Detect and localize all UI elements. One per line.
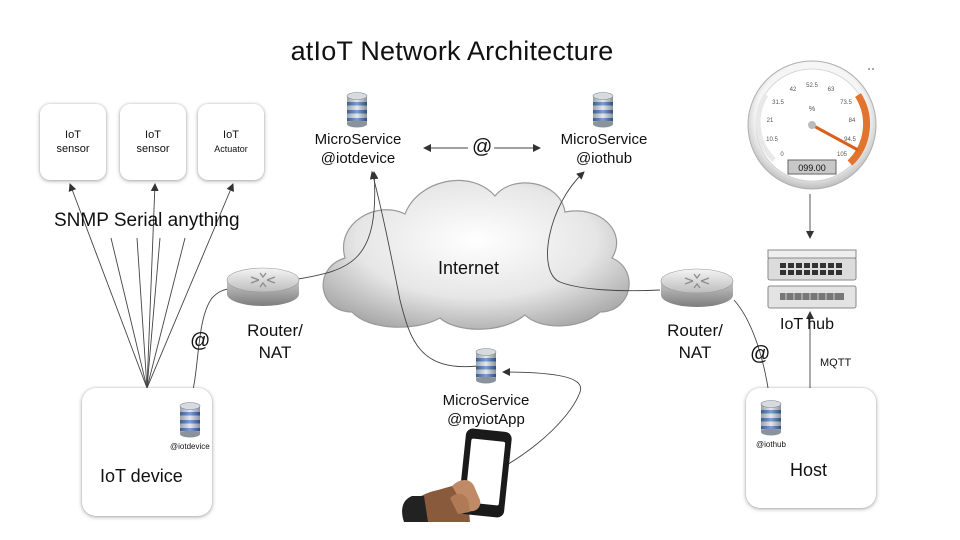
protocols-label: SNMP Serial anything [54, 210, 240, 231]
microservice-iotdevice-db-icon [346, 92, 368, 128]
router-right-icon [660, 268, 734, 308]
mqtt-label: MQTT [820, 357, 852, 369]
microservice-iotdevice-label: MicroService @iotdevice [302, 130, 414, 168]
at-router-left-label: @ [190, 330, 211, 352]
device-type-label: IoT [65, 129, 81, 141]
microservice-iothub-db-icon [592, 92, 614, 128]
internet-label: Internet [438, 258, 500, 278]
router-left-icon [226, 267, 300, 307]
microservice-handle: @iotdevice [320, 150, 396, 167]
gauge-tick: 21 [767, 118, 774, 124]
router-label-line: NAT [258, 343, 292, 362]
iot-sensor-box: IoT sensor [120, 104, 186, 180]
iot-device-db-label: @iotdevice [170, 442, 210, 451]
iot-device-box: @iotdevice IoT device [82, 388, 212, 516]
microservice-iothub-label: MicroService @iothub [548, 130, 660, 168]
device-type-label: IoT [145, 129, 161, 141]
microservice-name: MicroService [442, 392, 530, 409]
microservice-myiotapp-label: MicroService @myiotApp [430, 391, 542, 429]
microservice-handle: @myiotApp [447, 411, 525, 428]
at-connector-label: @ [472, 136, 493, 158]
device-type-label: IoT [223, 129, 239, 141]
microservice-myiotapp-db-icon [475, 348, 497, 384]
gauge-tick: 42 [790, 87, 797, 93]
internet-cloud-icon [322, 179, 630, 330]
iot-hub-label: IoT hub [780, 316, 834, 333]
microservice-name: MicroService [314, 131, 402, 148]
router-right-label: Router/ NAT [660, 320, 730, 364]
router-label-line: Router/ [667, 321, 723, 340]
gauge-tick: 10.5 [766, 137, 778, 143]
router-label-line: Router/ [247, 321, 303, 340]
iot-actuator-box: IoT Actuator [198, 104, 264, 180]
router-left-label: Router/ NAT [240, 320, 310, 364]
database-icon [760, 400, 782, 436]
microservice-name: MicroService [560, 131, 648, 148]
iot-hub-switch-icon [767, 249, 857, 309]
gauge-tick: 73.5 [840, 100, 852, 106]
gauge-icon: 0 10.5 21 31.5 42 52.5 63 73.5 84 94.5 1… [747, 60, 877, 190]
device-role-label: sensor [56, 143, 90, 155]
gauge-tick: 31.5 [772, 100, 784, 106]
at-router-right-label: @ [750, 343, 771, 365]
iot-sensor-box: IoT sensor [40, 104, 106, 180]
microservice-handle: @iothub [575, 150, 633, 167]
router-label-line: NAT [678, 343, 712, 362]
gauge-tick: 0 [780, 152, 784, 158]
gauge-unit: % [809, 106, 815, 113]
device-role-label: Actuator [214, 144, 248, 154]
host-label: Host [790, 460, 828, 480]
host-box: @iothub Host [746, 388, 876, 508]
device-role-label: sensor [136, 143, 170, 155]
database-icon [179, 402, 201, 438]
gauge-readout: 099.00 [798, 163, 826, 173]
gauge-tick: 52.5 [806, 83, 818, 89]
iot-device-label: IoT device [100, 466, 183, 486]
diagram-title: atIoT Network Architecture [290, 36, 614, 66]
gauge-tick: 84 [849, 118, 856, 124]
gauge-tick: 94.5 [844, 137, 856, 143]
host-db-label: @iothub [756, 440, 786, 449]
smartphone-hand-icon [402, 428, 512, 522]
gauge-tick: 105 [837, 152, 848, 158]
gauge-tick: 63 [828, 87, 835, 93]
